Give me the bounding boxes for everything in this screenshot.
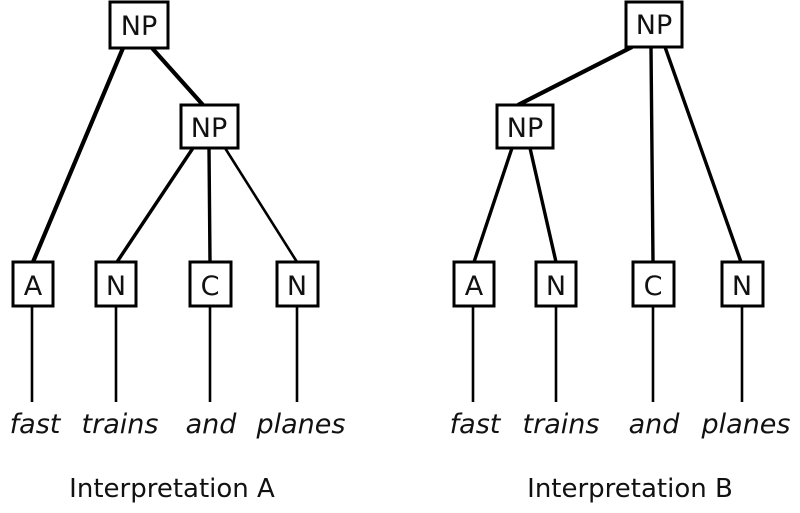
branch-a-innernp-to-c bbox=[207, 147, 212, 263]
node-box-b-term-a bbox=[452, 260, 496, 308]
node-label-a-term-a: A bbox=[24, 271, 43, 302]
branch-a-root-to-a bbox=[31, 47, 125, 263]
word-b-word-trains: trains bbox=[523, 409, 600, 440]
word-a-word-and: and bbox=[186, 409, 238, 440]
node-box-a-term-a bbox=[11, 260, 55, 308]
node-label-a-inner-np: NP bbox=[191, 113, 227, 144]
branch-a-innernp-to-n1 bbox=[115, 147, 195, 263]
branch-b-root-to-innernp bbox=[517, 45, 633, 107]
node-label-b-term-a: A bbox=[465, 271, 484, 302]
branch-a-innernp-to-n2 bbox=[223, 147, 299, 263]
node-box-a-term-n1 bbox=[94, 260, 138, 308]
node-box-b-term-n1 bbox=[534, 260, 578, 308]
node-label-a-term-n1: N bbox=[106, 271, 126, 302]
node-label-b-inner-np: NP bbox=[507, 113, 543, 144]
word-a-word-planes: planes bbox=[256, 409, 346, 440]
branch-b-innernp-to-a bbox=[472, 147, 514, 263]
node-box-a-term-c bbox=[188, 260, 233, 308]
word-b-word-and: and bbox=[629, 409, 681, 440]
branch-b-root-to-c bbox=[649, 46, 655, 263]
node-box-b-inner-np bbox=[495, 103, 555, 150]
node-label-b-term-c: C bbox=[644, 271, 663, 302]
node-box-b-term-n2 bbox=[720, 260, 765, 308]
node-label-a-term-c: C bbox=[201, 271, 220, 302]
node-label-b-term-n1: N bbox=[546, 271, 566, 302]
node-box-a-root-np bbox=[108, 0, 170, 50]
word-b-word-fast: fast bbox=[450, 409, 502, 440]
node-box-b-root-np bbox=[624, 0, 684, 49]
word-a-word-fast: fast bbox=[10, 409, 62, 440]
node-label-a-root-np: NP bbox=[121, 11, 157, 42]
node-box-a-term-n2 bbox=[275, 260, 320, 308]
branch-a-root-to-innernp bbox=[150, 46, 205, 107]
node-box-a-inner-np bbox=[179, 103, 240, 150]
node-label-b-root-np: NP bbox=[636, 10, 672, 41]
caption-interpretation-a: Interpretation A bbox=[69, 474, 275, 504]
branch-b-innernp-to-n1 bbox=[528, 147, 558, 263]
word-a-word-trains: trains bbox=[82, 409, 159, 440]
branch-b-root-to-n2 bbox=[663, 46, 743, 263]
node-label-b-term-n2: N bbox=[732, 271, 752, 302]
word-b-word-planes: planes bbox=[701, 409, 791, 440]
node-label-a-term-n2: N bbox=[287, 271, 307, 302]
caption-interpretation-b: Interpretation B bbox=[527, 474, 733, 504]
node-box-b-term-c bbox=[631, 260, 676, 308]
